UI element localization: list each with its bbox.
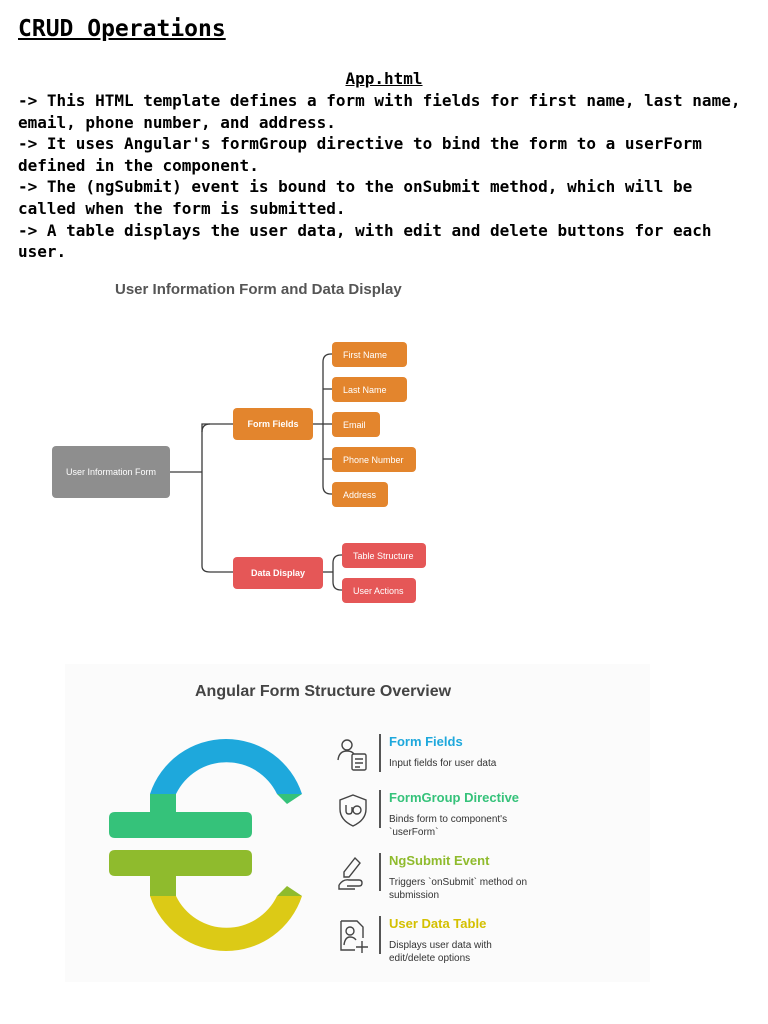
node-root: User Information Form <box>52 446 170 498</box>
description-item: -> The (ngSubmit) event is bound to the … <box>18 177 693 218</box>
document-title: CRUD Operations <box>18 16 226 42</box>
item-description: Binds form to component's `userForm` <box>389 814 508 838</box>
euro-top-arc <box>150 738 302 794</box>
overview-item-formgroup: FormGroup Directive Binds form to compon… <box>335 790 635 850</box>
mindmap-title: User Information Form and Data Display <box>115 281 402 298</box>
overview-item-form-fields: Form Fields Input fields for user data <box>335 734 635 794</box>
overview-item-ngsubmit: NgSubmit Event Triggers `onSubmit` metho… <box>335 853 635 913</box>
item-title: FormGroup Directive <box>389 790 520 805</box>
item-divider <box>379 853 381 891</box>
node-table-structure: Table Structure <box>342 543 426 568</box>
mindmap-connectors <box>170 353 342 591</box>
item-description: Triggers `onSubmit` method on submission <box>389 877 528 901</box>
description-item: -> A table displays the user data, with … <box>18 220 712 262</box>
angular-form-overview: Angular Form Structure Overview Form Fie… <box>65 664 650 982</box>
shield-link-icon <box>339 794 367 827</box>
item-title: User Data Table <box>389 916 487 931</box>
connector-form-fields <box>201 423 233 433</box>
form-structure-mindmap: User Information Form and Data Display U… <box>20 276 630 616</box>
euro-bottom-arc <box>150 896 302 952</box>
item-divider <box>379 790 381 828</box>
node-address: Address <box>332 482 388 507</box>
item-description: Input fields for user data <box>389 758 497 769</box>
hand-pen-icon <box>338 856 363 890</box>
item-title: NgSubmit Event <box>389 853 490 868</box>
node-data-display: Data Display <box>233 557 323 589</box>
user-form-icon <box>337 739 367 771</box>
euro-graphic <box>109 738 302 952</box>
node-user-actions: User Actions <box>342 578 416 603</box>
euro-mid-upper <box>109 794 252 838</box>
node-first-name: First Name <box>332 342 407 367</box>
item-divider <box>379 916 381 954</box>
node-last-name: Last Name <box>332 377 407 402</box>
add-user-document-icon <box>340 920 368 953</box>
euro-mid-lower <box>109 850 252 896</box>
item-title: Form Fields <box>389 734 463 749</box>
description-item: -> This HTML template defines a form wit… <box>18 91 741 132</box>
connector-ff-1 <box>322 353 332 363</box>
overview-title: Angular Form Structure Overview <box>195 683 452 700</box>
description-item: -> It uses Angular's formGroup directive… <box>18 134 702 175</box>
section-heading: App.html <box>345 69 423 88</box>
connector-dd-rail <box>332 554 342 564</box>
node-phone-number: Phone Number <box>332 447 416 472</box>
connector-dd-rail2 <box>332 563 342 591</box>
connector-trunk <box>201 423 233 573</box>
overview-item-user-data-table: User Data Table Displays user data with … <box>335 916 635 976</box>
description-list: -> This HTML template defines a form wit… <box>18 90 753 263</box>
item-description: Displays user data with edit/delete opti… <box>389 940 492 964</box>
euro-top-tip <box>277 794 302 804</box>
node-email: Email <box>332 412 380 437</box>
euro-bottom-tip <box>277 886 302 896</box>
connector-ff-5 <box>322 485 332 495</box>
node-form-fields: Form Fields <box>233 408 313 440</box>
item-divider <box>379 734 381 772</box>
